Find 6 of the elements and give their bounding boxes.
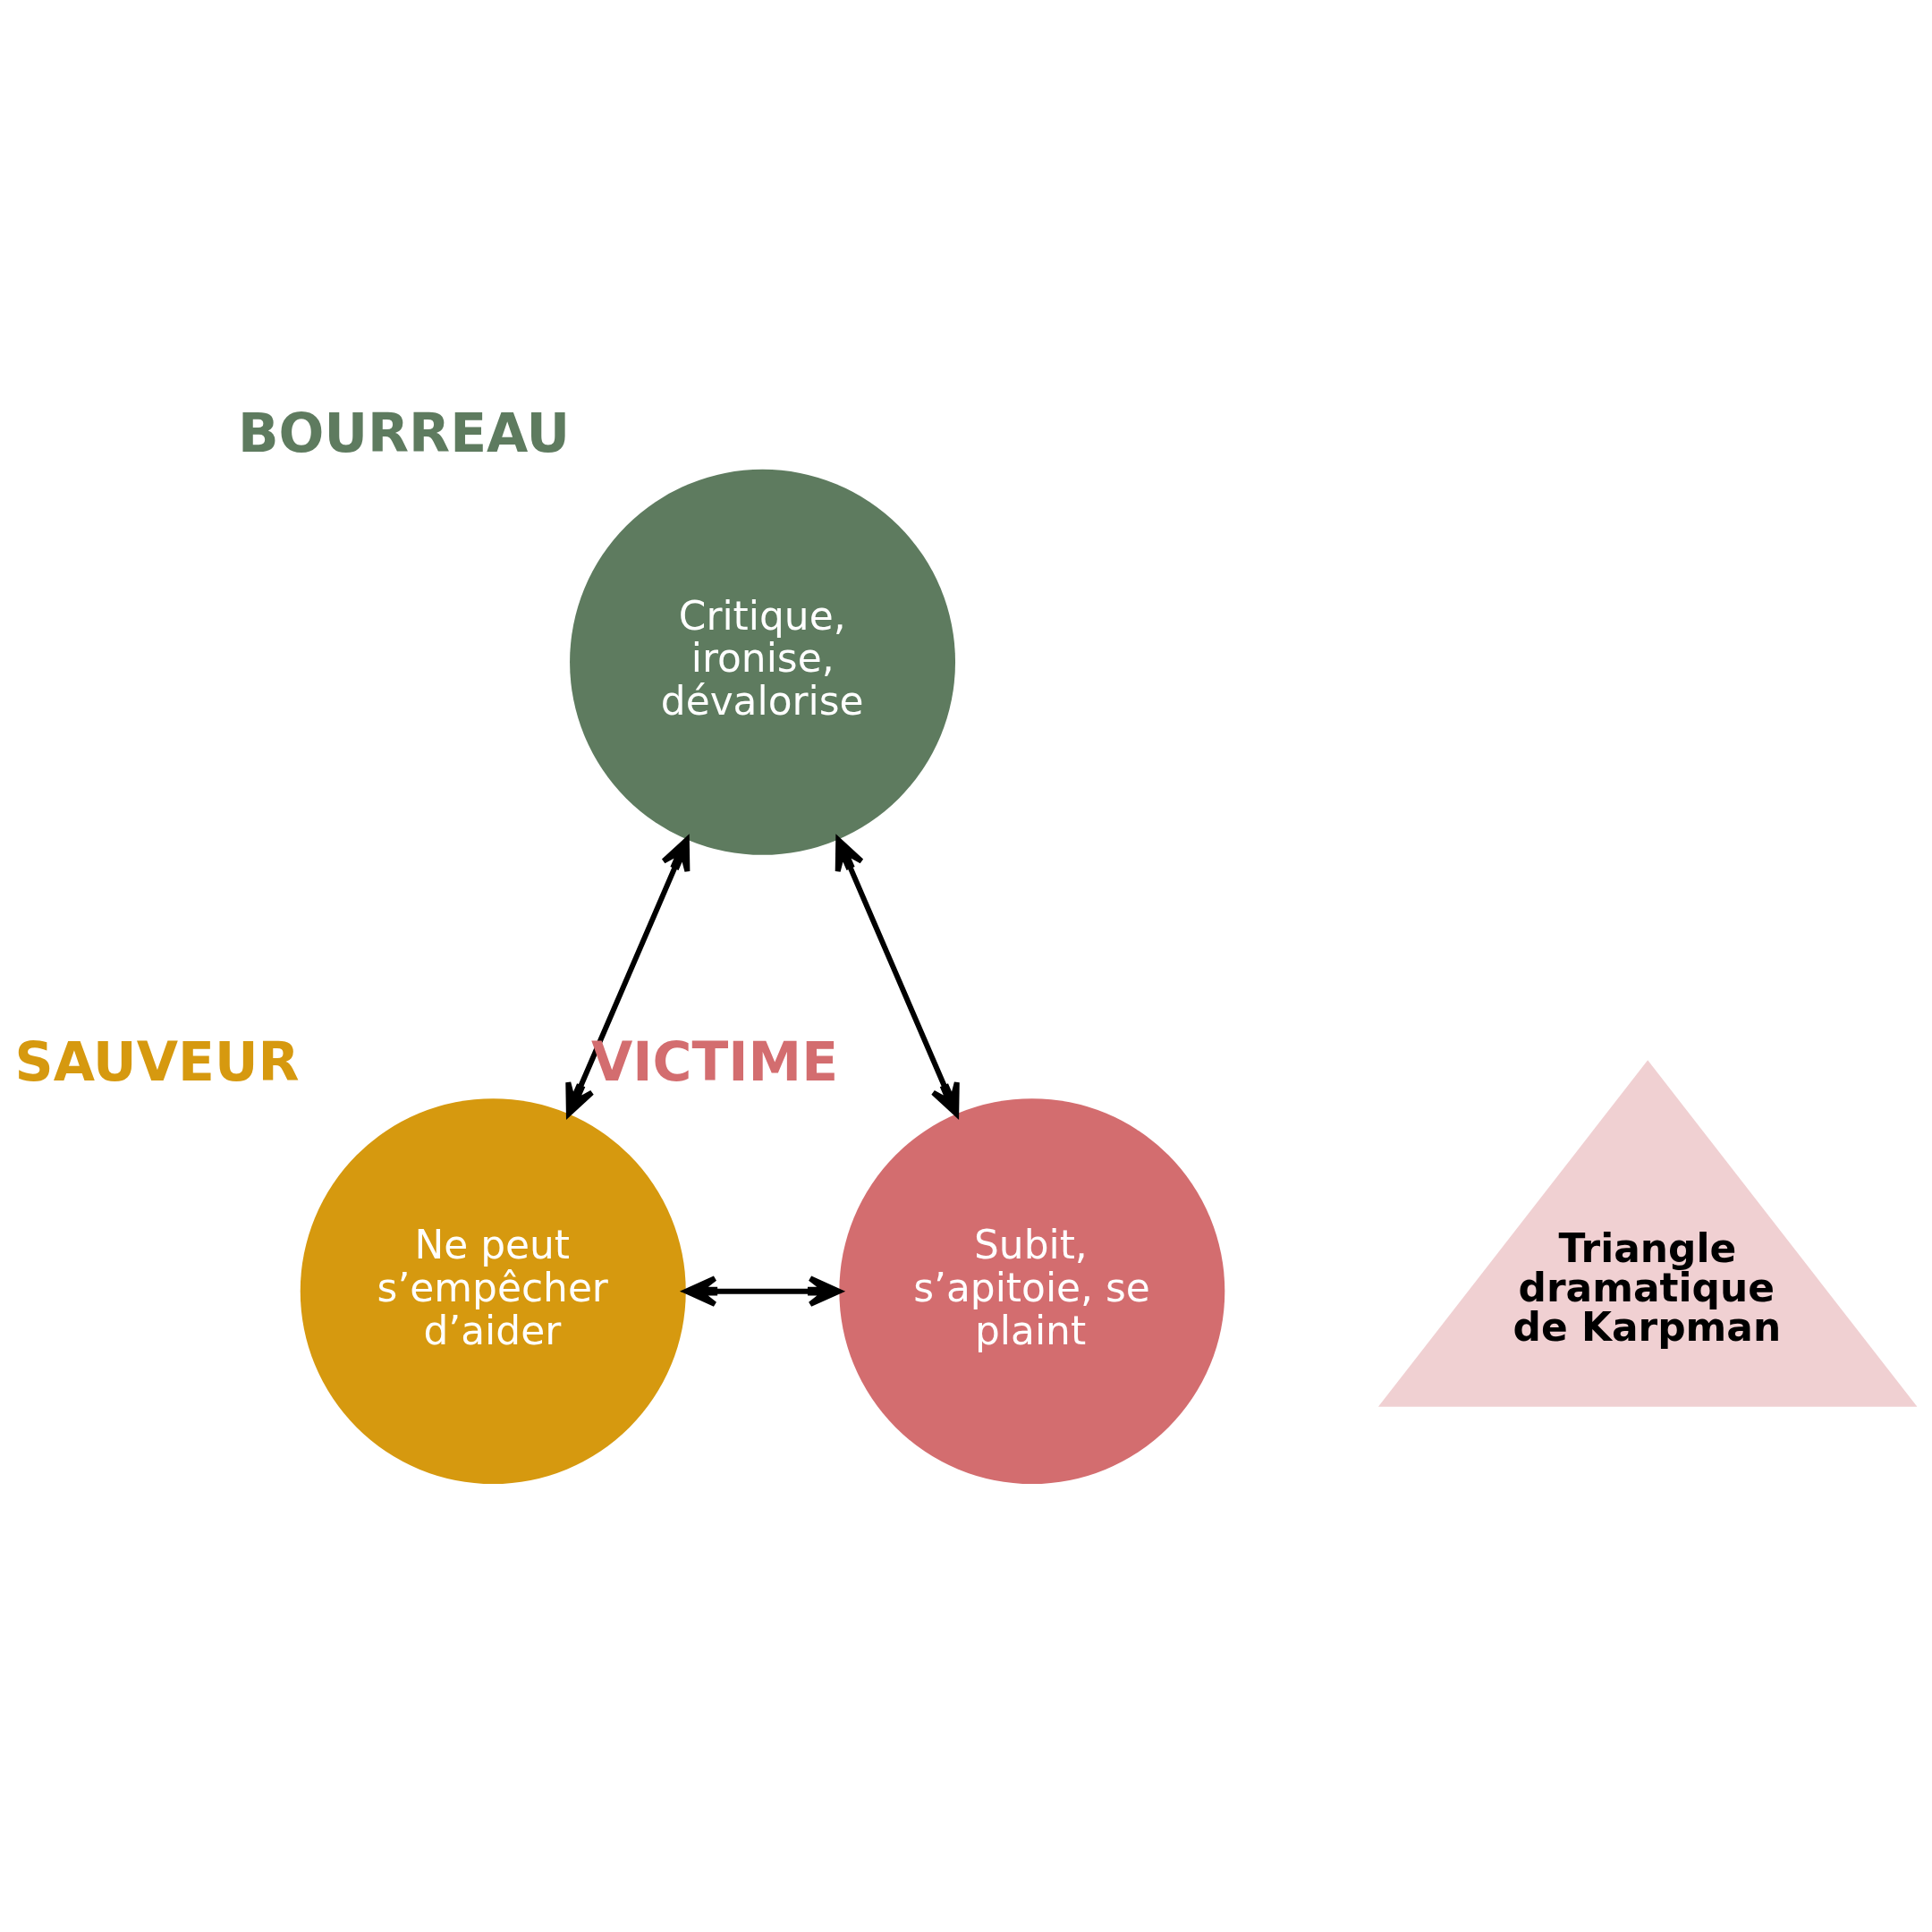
node-circle: Critique, ironise, dévalorise (570, 469, 956, 855)
node-label: SAUVEUR (14, 1030, 300, 1093)
node-circle: Subit, s’apitoie, se plaint (839, 1097, 1225, 1484)
node-label: VICTIME (591, 1030, 839, 1093)
node-label: BOURREAU (237, 401, 571, 464)
node-circle: Ne peut s’empêcher d’aider (300, 1097, 686, 1484)
